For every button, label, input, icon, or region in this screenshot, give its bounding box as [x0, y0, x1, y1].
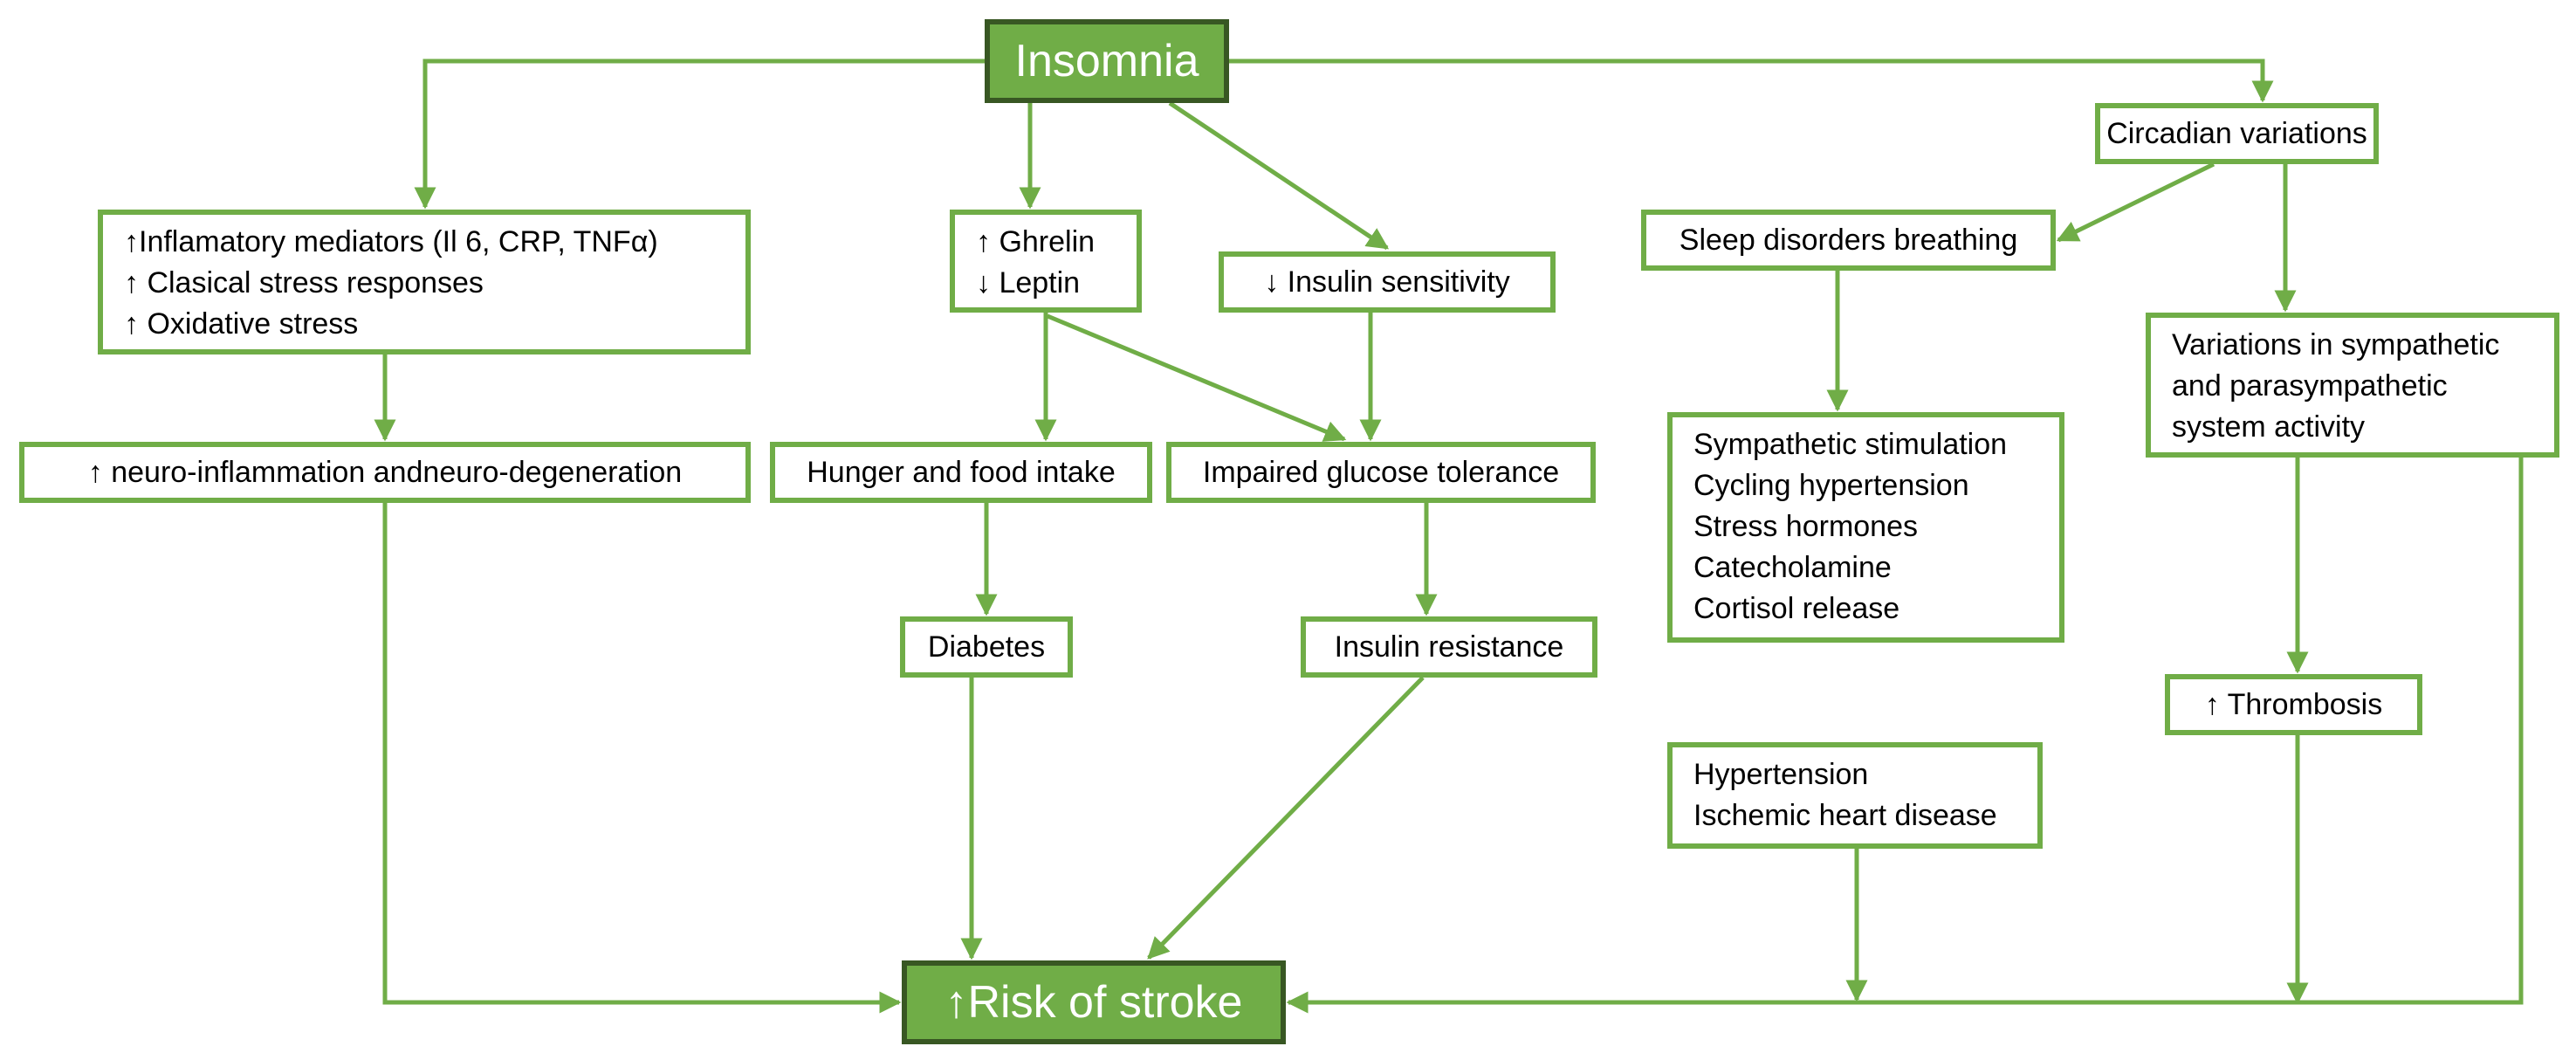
circadian-variations-node: Circadian variations [2095, 103, 2379, 164]
node-text-line: Hypertension [1693, 758, 1869, 791]
node-text-line: system activity [2172, 410, 2366, 444]
node-text: ↓ Insulin sensitivity [1264, 262, 1510, 303]
node-text: ↑ neuro-inflammation andneuro-degenerati… [88, 452, 682, 493]
insulin-resistance-node: Insulin resistance [1301, 616, 1597, 678]
edge-insomnia-to-inflammatory [414, 59, 985, 210]
sympathetic-variations-node: Variations in sympathetic and parasympath… [2146, 313, 2559, 458]
node-text-line: Sleep disorders breathing [1679, 223, 2018, 257]
node-text-line: Stress hormones [1693, 510, 1918, 543]
insomnia-node: Insomnia [985, 19, 1229, 103]
node-text-line: Circadian variations [2106, 116, 2367, 150]
edge-circadian-to-sleep_breathing [2056, 162, 2215, 243]
node-text: Diabetes [928, 627, 1045, 668]
node-text-line: Insulin resistance [1334, 630, 1564, 664]
edge-group [374, 59, 2524, 1014]
node-text-line: Variations in sympathetic [2172, 328, 2500, 361]
node-text-line: ↑ Oxidative stress [124, 307, 359, 341]
node-text-line: ↑Inflamatory mediators (Il 6, CRP, TNFα) [124, 225, 658, 258]
edge-insomnia-to-circadian [1229, 59, 2274, 103]
node-text-line: Insomnia [1014, 36, 1199, 86]
node-text: Variations in sympathetic and parasympath… [2172, 325, 2554, 448]
node-text-line: ↑ Ghrelin [976, 225, 1096, 258]
node-text: Hunger and food intake [807, 452, 1115, 493]
node-text-line: ↑ neuro-inflammation andneuro-degenerati… [87, 455, 683, 489]
node-text: ↑Inflamatory mediators (Il 6, CRP, TNFα)… [124, 222, 745, 345]
edge-insulin_resistance-to-stroke [1147, 676, 1425, 960]
node-text-line: ↑ Clasical stress responses [124, 266, 484, 299]
inflammatory-mediators-node: ↑Inflamatory mediators (Il 6, CRP, TNFα)… [98, 210, 751, 354]
edge-neuro-to-stroke [382, 503, 902, 1014]
node-text-line: ↓ Insulin sensitivity [1264, 265, 1510, 299]
node-text: Impaired glucose tolerance [1203, 452, 1559, 493]
node-text-line: Diabetes [927, 630, 1046, 664]
diabetes-node: Diabetes [900, 616, 1073, 678]
thrombosis-node: ↑ Thrombosis [2165, 674, 2422, 735]
sleep-disorders-breathing-node: Sleep disorders breathing [1641, 210, 2056, 271]
node-text: Circadian variations [2106, 114, 2367, 155]
edge-sympathetic_variations-to-stroke [1286, 458, 2524, 1014]
node-text: Insulin resistance [1335, 627, 1564, 668]
node-text-line: Impaired glucose tolerance [1202, 455, 1560, 489]
edge-ghrelin_leptin-to-glucose [1047, 313, 1347, 442]
node-text-line: Sympathetic stimulation [1693, 428, 2008, 461]
node-text: ↑Risk of stroke [945, 976, 1243, 1029]
node-text: Sleep disorders breathing [1680, 220, 2017, 261]
node-text-line: Catecholamine [1693, 551, 1892, 584]
node-text: ↑ Ghrelin ↓ Leptin [976, 222, 1137, 304]
node-text-line: Cycling hypertension [1693, 469, 1969, 502]
impaired-glucose-tolerance-node: Impaired glucose tolerance [1166, 442, 1596, 503]
insulin-sensitivity-node: ↓ Insulin sensitivity [1219, 251, 1556, 313]
node-text-line: ↓ Leptin [976, 266, 1081, 299]
neuro-inflammation-node: ↑ neuro-inflammation andneuro-degenerati… [19, 442, 751, 503]
node-text-line: and parasympathetic [2172, 369, 2448, 403]
node-text: ↑ Thrombosis [2205, 685, 2382, 726]
node-text-line: Hunger and food intake [807, 455, 1116, 489]
node-text-line: ↑Risk of stroke [945, 977, 1243, 1028]
node-text: Insomnia [1015, 35, 1199, 87]
edge-insomnia-to-insulin_sensitivity [1168, 100, 1390, 251]
risk-of-stroke-node: ↑Risk of stroke [902, 960, 1286, 1044]
node-text-line: Cortisol release [1693, 592, 1900, 625]
node-text-line: ↑ Thrombosis [2204, 687, 2383, 721]
hunger-food-intake-node: Hunger and food intake [770, 442, 1152, 503]
node-text-line: Ischemic heart disease [1693, 799, 1997, 832]
ghrelin-leptin-node: ↑ Ghrelin ↓ Leptin [950, 210, 1142, 313]
